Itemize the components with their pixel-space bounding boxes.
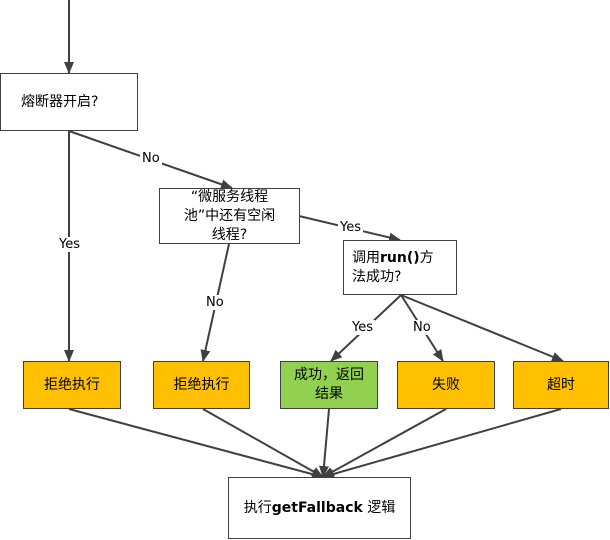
action-failure: 失败 bbox=[397, 361, 495, 409]
action-reject-middle-text: 拒绝执行 bbox=[173, 376, 230, 393]
decision-breaker-open: 熔断器开启? bbox=[0, 73, 138, 131]
edge-label-breaker-no: No bbox=[140, 151, 162, 166]
edge-success-fallback bbox=[318, 408, 330, 478]
edge-label-breaker-yes: Yes bbox=[57, 237, 82, 252]
edge-label-pool-yes: Yes bbox=[338, 220, 363, 235]
edge-failure-fallback bbox=[322, 408, 447, 478]
action-execute-fallback-text: 执行getFallback 逻辑 bbox=[244, 499, 396, 518]
action-timeout-text: 超时 bbox=[547, 376, 575, 393]
fallback-prefix: 执行 bbox=[243, 499, 272, 516]
success-line-2: 结果 bbox=[315, 386, 343, 402]
action-reject-middle: 拒绝执行 bbox=[153, 361, 250, 409]
run-line-2: 法成功? bbox=[352, 268, 402, 285]
edge-timeout-fallback bbox=[322, 408, 562, 479]
action-timeout: 超时 bbox=[513, 361, 609, 409]
edge-reject-left-fallback bbox=[68, 408, 324, 479]
edge-label-run-yes: Yes bbox=[350, 320, 375, 335]
action-execute-fallback: 执行getFallback 逻辑 bbox=[228, 477, 411, 539]
pool-free-line-2: 池”中还有空闲 bbox=[183, 207, 276, 224]
edge-label-pool-no: No bbox=[204, 295, 226, 310]
edge-reject-middle-fallback bbox=[202, 408, 324, 478]
action-reject-left-text: 拒绝执行 bbox=[44, 376, 100, 393]
decision-breaker-open-text: 熔断器开启? bbox=[21, 93, 99, 110]
run-prefix: 调用 bbox=[352, 249, 380, 266]
decision-run-success: 调用run()方 法成功? bbox=[343, 240, 457, 295]
action-success-return: 成功，返回 结果 bbox=[280, 361, 378, 409]
action-failure-text: 失败 bbox=[432, 376, 460, 393]
action-success-return-text: 成功，返回 结果 bbox=[294, 366, 364, 404]
success-line-1: 成功，返回 bbox=[294, 367, 364, 383]
pool-free-line-3: 线程? bbox=[211, 226, 248, 243]
run-method-name: run() bbox=[380, 249, 420, 266]
decision-run-success-text: 调用run()方 法成功? bbox=[352, 249, 434, 287]
edge-label-run-no: No bbox=[411, 320, 433, 335]
decision-thread-pool-free: “微服务线程 池”中还有空闲 线程? bbox=[159, 188, 300, 244]
fallback-method-name: getFallback bbox=[271, 499, 363, 516]
run-suffix: 方 bbox=[419, 249, 434, 266]
action-reject-left: 拒绝执行 bbox=[23, 361, 121, 409]
pool-free-line-1: “微服务线程 bbox=[190, 188, 269, 205]
edge-run-timeout bbox=[400, 294, 564, 362]
fallback-suffix: 逻辑 bbox=[362, 499, 396, 516]
decision-thread-pool-free-text: “微服务线程 池”中还有空闲 线程? bbox=[184, 188, 275, 245]
